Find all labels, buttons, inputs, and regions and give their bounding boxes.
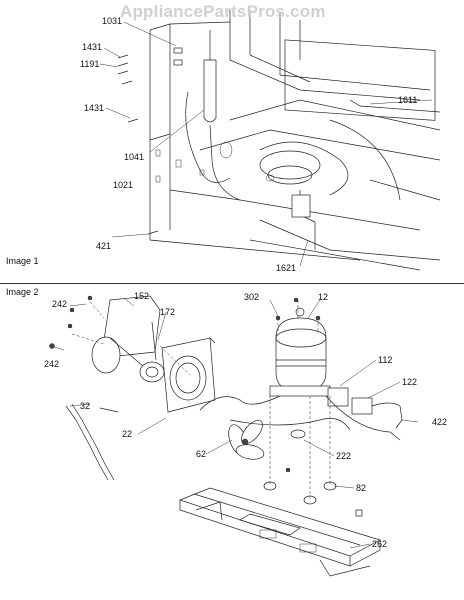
- base-pan: [178, 487, 381, 577]
- watermark: AppliancePartsPros.com: [120, 2, 326, 21]
- callout-62: 62: [196, 449, 207, 459]
- grommets: [263, 429, 363, 517]
- callout-1031: 1031: [102, 16, 123, 26]
- fan-blade: [228, 420, 265, 460]
- callout-242-bottom: 242: [44, 359, 60, 369]
- callout-242-top: 242: [52, 299, 68, 309]
- callout-1431-top: 1431: [82, 42, 103, 52]
- callout-1431-bottom: 1431: [84, 103, 105, 113]
- callout-112: 112: [378, 355, 393, 365]
- overload: [351, 397, 373, 415]
- drier-tube: [203, 59, 217, 123]
- compressor: [269, 307, 331, 397]
- callout-12: 12: [318, 292, 329, 302]
- image2-leaders: [53, 297, 419, 549]
- callout-302: 302: [244, 292, 260, 302]
- callout-22: 22: [122, 429, 133, 439]
- image2-drawing: [49, 295, 419, 577]
- cabinet-edge: [149, 30, 361, 261]
- image1-leaders: [99, 21, 433, 267]
- image1-title: Image 1: [6, 256, 39, 266]
- callout-1191: 1191: [80, 59, 100, 69]
- callout-122: 122: [402, 377, 418, 387]
- callout-222: 222: [336, 451, 352, 461]
- callout-152: 152: [134, 291, 150, 301]
- callout-262: 262: [372, 539, 388, 549]
- callout-82: 82: [356, 483, 367, 493]
- callout-422: 422: [432, 417, 448, 427]
- fan-motor: [139, 361, 165, 383]
- callout-1041: 1041: [124, 152, 145, 162]
- callout-172: 172: [160, 307, 176, 317]
- callout-1621: 1621: [276, 263, 297, 273]
- callout-32: 32: [80, 401, 91, 411]
- image1-drawing: [99, 10, 441, 271]
- relay: [327, 387, 349, 407]
- section-divider: [0, 283, 464, 284]
- drain-tube: [65, 405, 109, 481]
- callout-421: 421: [96, 241, 112, 251]
- callout-1021: 1021: [113, 180, 134, 190]
- image2-title: Image 2: [6, 287, 39, 297]
- callout-1611: 1611: [398, 95, 418, 105]
